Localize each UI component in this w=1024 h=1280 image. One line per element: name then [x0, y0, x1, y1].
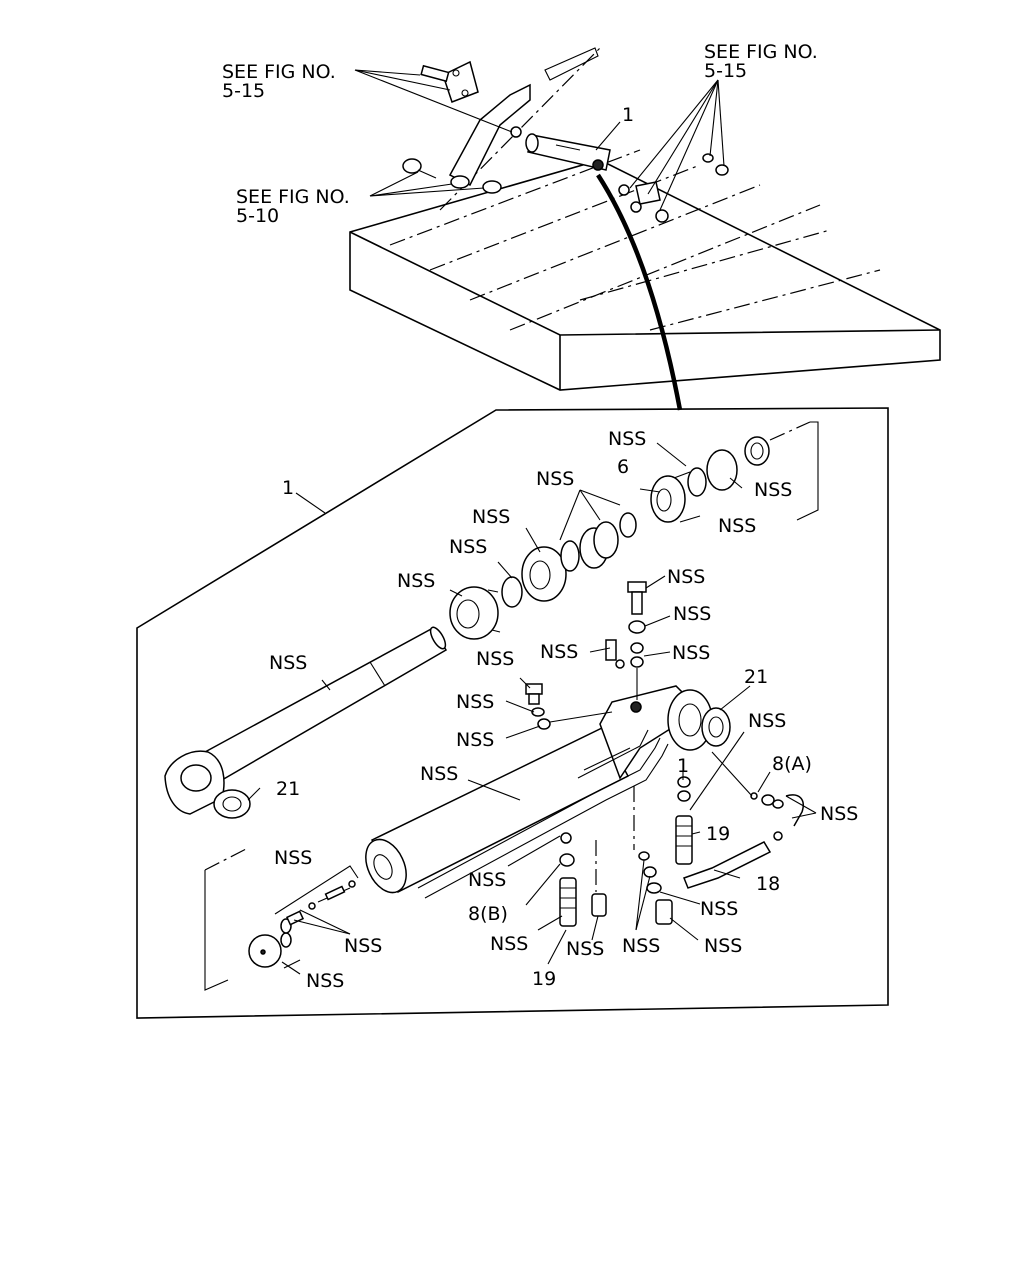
nss-label: NSS: [608, 428, 646, 450]
see-fig-number-top-left: 5-15: [222, 80, 265, 102]
nss-label: NSS: [476, 648, 514, 670]
piston-rod: [164, 626, 448, 815]
washer: [628, 620, 646, 634]
plug-left: [525, 683, 551, 730]
nss-label: NSS: [673, 603, 711, 625]
item-18-label: 18: [756, 873, 780, 895]
item-19-right-label: 19: [706, 823, 730, 845]
dust-seal: [706, 449, 738, 491]
see-fig-label-mid-left: SEE FIG NO.: [236, 186, 350, 208]
wear-ring: [560, 540, 580, 572]
nss-label: NSS: [449, 536, 487, 558]
small-hardware-right: [618, 153, 729, 223]
item-6-label: 6: [617, 456, 629, 478]
detail-frame: [136, 407, 889, 1019]
nss-label: NSS: [748, 710, 786, 732]
nss-label: NSS: [536, 468, 574, 490]
washer: [510, 126, 522, 138]
nss-label: NSS: [468, 869, 506, 891]
item-21-left-label: 21: [276, 778, 300, 800]
nss-label: NSS: [700, 898, 738, 920]
frame-assembly-view: [349, 47, 941, 411]
detail-labels: NSS 6 NSS NSS NSS NSS NSS NSS NSS NSS NS…: [269, 428, 858, 992]
nss-label: NSS: [704, 935, 742, 957]
nss-label: NSS: [490, 933, 528, 955]
item-1-box-label: 1: [282, 477, 294, 499]
fittings-8a: [750, 792, 804, 827]
item-1-top-label: 1: [622, 104, 634, 126]
spherical-bearing-left: [213, 789, 251, 819]
bracket-plate: [442, 60, 479, 103]
piston-head: [449, 586, 501, 640]
nss-label: NSS: [667, 566, 705, 588]
see-fig-label-top-left: SEE FIG NO.: [222, 61, 336, 83]
seal-ring: [501, 576, 523, 608]
nss-label: NSS: [269, 652, 307, 674]
nss-label: NSS: [306, 970, 344, 992]
item-1-small-label: 1: [677, 755, 689, 777]
bushing: [450, 175, 470, 189]
connector-19-right: [675, 776, 693, 865]
item-8b-label: 8(B): [468, 903, 508, 925]
nss-label: NSS: [420, 763, 458, 785]
nss-label: NSS: [672, 642, 710, 664]
nss-label: NSS: [274, 847, 312, 869]
nss-label: NSS: [718, 515, 756, 537]
rod-guide: [650, 471, 701, 523]
o-ring-small: [630, 656, 644, 668]
washer-8b: [559, 853, 575, 867]
hose-18: [683, 841, 772, 889]
hydraulic-tube: [417, 729, 669, 899]
plug-bottom: [591, 893, 607, 917]
see-fig-number-mid-left: 5-10: [236, 205, 279, 227]
bushing: [482, 180, 502, 194]
snap-ring: [744, 436, 770, 466]
see-fig-number-top-right: 5-15: [704, 60, 747, 82]
nss-label: NSS: [397, 570, 435, 592]
pin-bolt: [420, 64, 450, 83]
nss-label: NSS: [540, 641, 578, 663]
item-21-right-label: 21: [744, 666, 768, 688]
nss-label: NSS: [456, 691, 494, 713]
o-ring: [619, 512, 637, 538]
cylinder-tube: [365, 685, 713, 894]
nss-label: NSS: [754, 479, 792, 501]
nss-label: NSS: [472, 506, 510, 528]
item-8a-label: 8(A): [772, 753, 812, 775]
connector-19-bottom: [559, 877, 577, 927]
fitting-nut: [773, 831, 783, 841]
end-cap: [248, 880, 356, 968]
o-ring-small: [560, 832, 572, 844]
steering-cylinder-small: [525, 133, 611, 171]
nss-label: NSS: [344, 935, 382, 957]
nss-label: NSS: [456, 729, 494, 751]
bolt-head: [402, 158, 437, 179]
piston-seal-pack: [579, 521, 619, 569]
plug-bolt: [627, 581, 647, 615]
nss-label: NSS: [820, 803, 858, 825]
valve-spring: [605, 639, 625, 669]
nss-label: NSS: [566, 938, 604, 960]
item-19-bottom-label: 19: [532, 968, 556, 990]
nss-label: NSS: [622, 935, 660, 957]
lock-nut: [521, 546, 567, 602]
rod-seal: [687, 467, 707, 497]
o-ring-small: [630, 642, 644, 654]
spherical-bearing-right: [701, 707, 731, 747]
see-fig-label-top-right: SEE FIG NO.: [704, 41, 818, 63]
